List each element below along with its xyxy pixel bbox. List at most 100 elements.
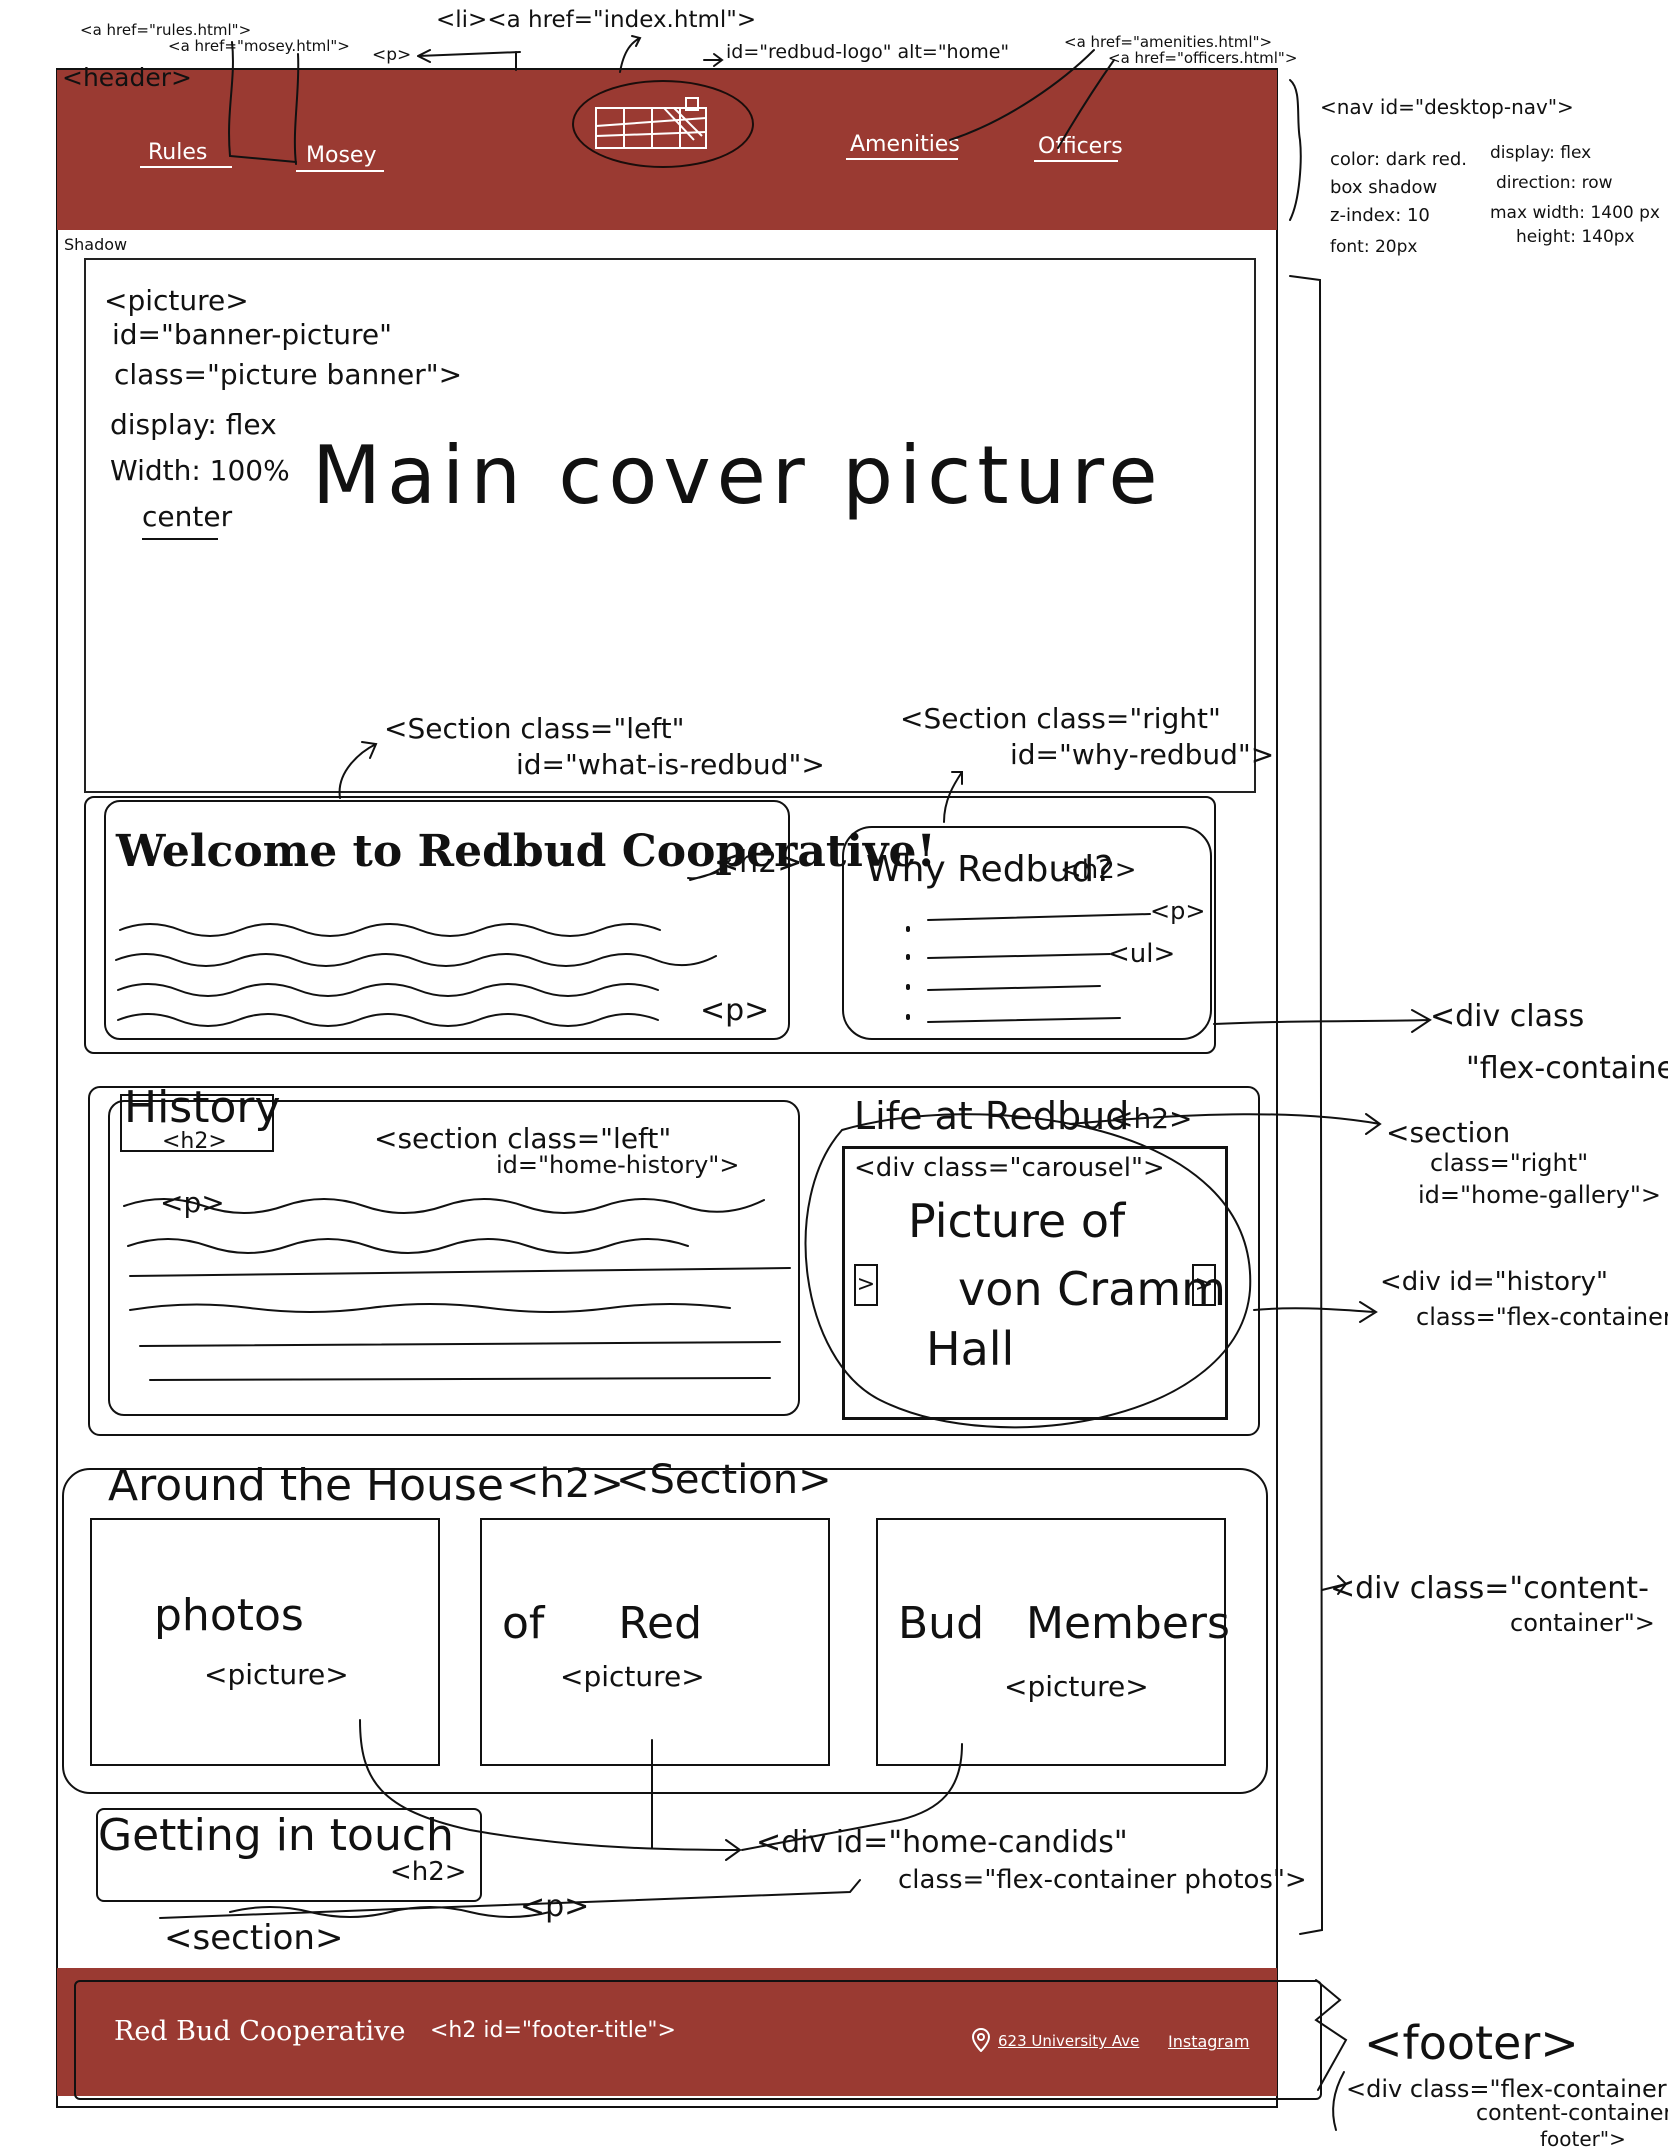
life-heading: Life at Redbud [854,1094,1130,1138]
nav-style-left-3: font: 20px [1330,237,1418,257]
nav-link-amenities[interactable]: Amenities [850,132,960,157]
redbud-logo-icon[interactable] [594,96,714,152]
annotation-p-tag: <p> [372,45,412,65]
banner-center-underline [142,538,218,540]
nav-underline-amenities [846,158,958,160]
candids-note-0: <div id="home-candids" [756,1825,1128,1860]
why-section [842,826,1212,1040]
nav-style-right-1: direction: row [1496,173,1613,193]
site-footer [57,1968,1277,2096]
footer-instagram-link[interactable]: Instagram [1168,2032,1250,2051]
contact-p-tag: <p> [520,1889,590,1924]
photo-card-2-text: of Red [502,1598,702,1649]
annotation-logo-id: id="redbud-logo" alt="home" [726,41,1010,63]
flex-container-welcome [84,796,1216,1054]
banner-tag-0: <picture> [104,284,249,317]
nav-style-left-0: color: dark red. [1330,149,1468,170]
nav-link-rules[interactable]: Rules [148,140,208,165]
nav-style-left-2: z-index: 10 [1330,205,1430,226]
banner-style-2: center [142,500,233,533]
contact-heading: Getting in touch [98,1810,454,1861]
nav-underline-mosey [296,170,384,172]
logo-oval[interactable] [572,80,754,168]
nav-style-right-2: max width: 1400 px [1490,203,1660,223]
carousel-prev-button[interactable]: > [854,1264,878,1306]
annotation-nav-title: <nav id="desktop-nav"> [1320,95,1574,119]
annotation-a-rules: <a href="rules.html"> [80,21,252,39]
life-heading-tag: <h2> [1110,1102,1193,1135]
flex-container-note-0: <div class [1430,999,1585,1034]
why-section-annotation-0: <Section class="right" [900,702,1221,735]
why-section-annotation-1: id="why-redbud"> [1010,738,1275,771]
annotation-shadow-note: Shadow [64,235,128,254]
history-section-annotation-0: <section class="left" [374,1122,672,1155]
banner-style-1: Width: 100% [110,454,290,487]
home-gallery-note-1: class="right" [1430,1149,1589,1177]
history-flex-container [88,1086,1260,1436]
banner-style-0: display: flex [110,408,277,441]
footer-div-note-0: <div class="flex-container [1346,2075,1667,2103]
welcome-heading: Welcome to Redbud Cooperative! [116,826,936,877]
banner-tag-1: id="banner-picture" [112,318,393,351]
carousel-tag: <div class="carousel"> [854,1153,1165,1183]
welcome-section-annotation-0: <Section class="left" [384,712,685,745]
banner-caption: Main cover picture [312,429,1164,522]
carousel-text-line-1: von Cramm [958,1262,1226,1316]
footer-note: <footer> [1364,2016,1579,2070]
location-pin-icon [971,2027,991,2056]
why-heading-tag: <h2> [1060,855,1137,885]
welcome-heading-tag: <h2> [714,845,803,880]
footer-address-link[interactable]: 623 University Ave [998,2032,1140,2050]
nav-link-mosey[interactable]: Mosey [306,143,377,168]
history-heading-tag: <h2> [162,1129,227,1154]
banner-tag-2: class="picture banner"> [114,358,463,391]
carousel-next-button[interactable]: > [1192,1264,1216,1306]
photo-card-3 [876,1518,1226,1766]
history-p-tag: <p> [160,1186,225,1219]
why-p-tag: <p> [1150,897,1206,925]
home-gallery-note-2: id="home-gallery"> [1418,1181,1662,1209]
nav-style-left-1: box shadow [1330,177,1438,198]
footer-div-note-1: content-container [1476,2101,1668,2126]
photo-card-1 [90,1518,440,1766]
around-heading: Around the House [108,1460,504,1511]
flex-container-note-1: "flex-container"> [1466,1051,1668,1086]
nav-link-officers[interactable]: Officers [1038,134,1123,159]
why-ul-tag: <ul> [1108,939,1176,969]
annotation-li-a-index: <li><a href="index.html"> [436,7,757,33]
photo-card-2-tag: <picture> [560,1660,705,1693]
annotation-a-mosey: <a href="mosey.html"> [168,37,350,55]
why-heading: Why Redbud? [866,849,1114,890]
content-container-note-1: container"> [1510,1609,1655,1637]
history-section [108,1100,800,1416]
page-frame [56,68,1278,2108]
photo-card-1-text: photos [154,1590,304,1641]
nav-style-right-0: display: flex [1490,143,1592,163]
welcome-section [104,800,790,1040]
nav-underline-rules [140,166,232,168]
history-heading-box [120,1094,274,1152]
footer-div-note-2: footer"> [1540,2127,1626,2151]
around-heading-tag: <h2> [506,1461,624,1507]
home-gallery-note-0: <section [1386,1116,1511,1149]
history-div-note-1: class="flex-container"> [1416,1303,1668,1331]
history-section-annotation-1: id="home-history"> [496,1151,740,1179]
history-div-note-0: <div id="history" [1380,1267,1609,1297]
nav-style-right-3: height: 140px [1516,227,1635,247]
annotation-a-officers: <a href="officers.html"> [1108,49,1298,67]
banner-picture [84,258,1256,793]
carousel-text-line-2: Hall [926,1322,1015,1376]
annotation-header-tag: <header> [62,63,192,92]
nav-underline-officers [1034,160,1118,162]
around-section-tag: <Section> [616,1457,832,1503]
footer-title: Red Bud Cooperative [114,2016,406,2047]
carousel-text-line-0: Picture of [908,1194,1126,1248]
history-heading: History [124,1082,281,1133]
welcome-p-tag: <p> [700,993,770,1028]
photo-card-1-tag: <picture> [204,1658,349,1691]
content-container-note-0: <div class="content- [1330,1571,1649,1606]
welcome-section-annotation-1: id="what-is-redbud"> [516,748,825,781]
photo-card-3-tag: <picture> [1004,1670,1149,1703]
footer-title-tag: <h2 id="footer-title"> [430,2018,676,2043]
contact-section-tag: <section> [164,1918,344,1958]
